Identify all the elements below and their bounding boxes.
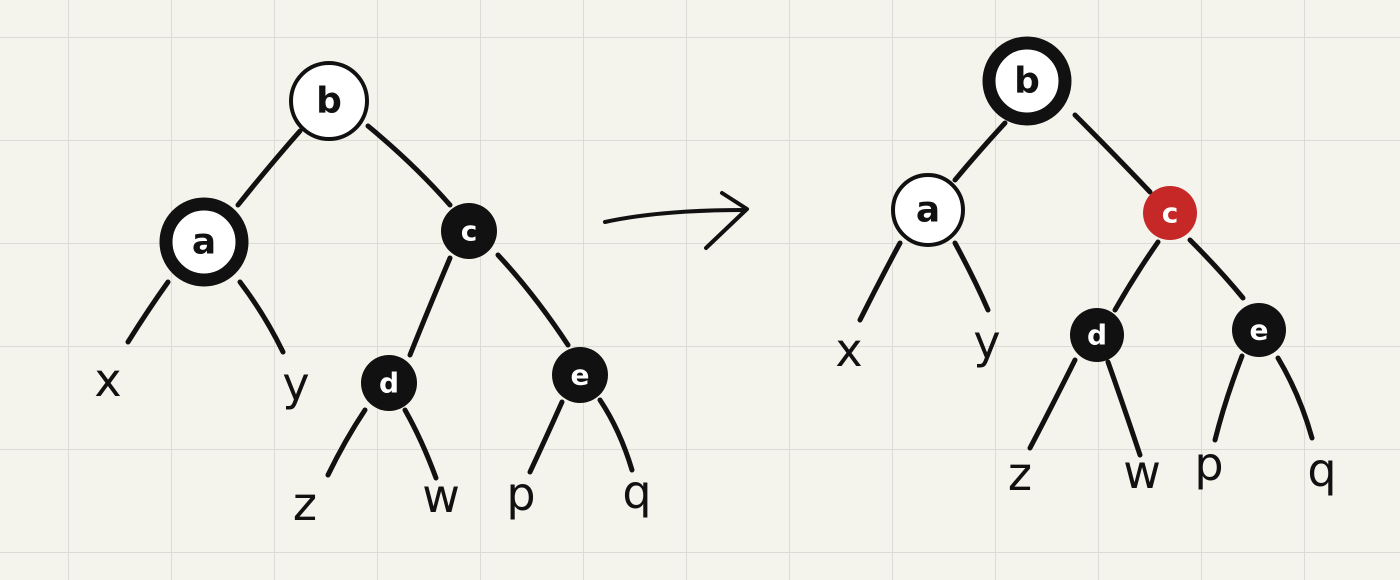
- left-node-a-label: a: [192, 222, 216, 263]
- left-node-d-label: d: [379, 367, 399, 400]
- right-leaf-w: w: [1123, 445, 1161, 499]
- edge-e-q: [1275, 355, 1315, 441]
- right-leaf-q: q: [1307, 443, 1336, 497]
- right-node-e: e: [1232, 303, 1286, 357]
- left-node-c: c: [441, 203, 497, 259]
- right-node-a: a: [891, 173, 965, 247]
- right-leaf-p: p: [1194, 437, 1223, 491]
- right-node-d-label: d: [1087, 319, 1107, 352]
- edge-b-a: [235, 128, 303, 208]
- edge-c-e: [495, 252, 571, 348]
- left-node-e: e: [552, 347, 608, 403]
- right-node-a-label: a: [916, 190, 940, 231]
- edge-d-w: [1105, 359, 1143, 458]
- right-node-b-label: b: [1014, 61, 1040, 102]
- edge-a-y: [237, 279, 286, 355]
- edge-e-p: [527, 399, 565, 475]
- edge-b-a: [952, 120, 1008, 183]
- edge-d-z: [325, 407, 368, 478]
- edge-c-d: [407, 255, 453, 358]
- right-leaf-y: y: [973, 315, 1000, 369]
- edge-a-x: [125, 279, 171, 345]
- right-tree: b a c d e x y z w p q: [835, 36, 1337, 501]
- left-leaf-z: z: [293, 477, 317, 531]
- edge-a-x: [857, 240, 903, 323]
- edge-a-y: [952, 240, 991, 313]
- edge-e-q: [597, 397, 635, 473]
- edge-e-p: [1212, 353, 1245, 443]
- edge-d-w: [402, 407, 439, 481]
- transform-arrow-icon: [603, 191, 749, 250]
- right-node-c: c: [1143, 186, 1197, 240]
- left-leaf-q: q: [622, 465, 651, 519]
- right-node-b: b: [982, 36, 1072, 126]
- left-node-c-label: c: [461, 215, 478, 248]
- edge-b-c: [365, 123, 453, 208]
- left-leaf-x: x: [94, 353, 121, 407]
- edge-c-e: [1187, 237, 1246, 301]
- left-node-e-label: e: [571, 359, 590, 392]
- left-node-b: b: [289, 61, 369, 141]
- edge-b-c: [1072, 112, 1153, 195]
- right-node-e-label: e: [1250, 314, 1269, 347]
- edge-c-d: [1112, 239, 1161, 313]
- left-leaf-p: p: [506, 467, 535, 521]
- left-leaf-y: y: [282, 357, 309, 411]
- left-tree: b a c d e x y z w p q: [94, 61, 652, 531]
- left-node-d: d: [361, 355, 417, 411]
- left-node-a: a: [159, 197, 249, 287]
- right-leaf-x: x: [835, 323, 862, 377]
- right-node-c-label: c: [1162, 197, 1179, 230]
- left-node-b-label: b: [316, 81, 342, 122]
- right-node-d: d: [1070, 308, 1124, 362]
- edge-d-z: [1027, 357, 1078, 451]
- left-leaf-w: w: [422, 469, 460, 523]
- right-leaf-z: z: [1008, 447, 1032, 501]
